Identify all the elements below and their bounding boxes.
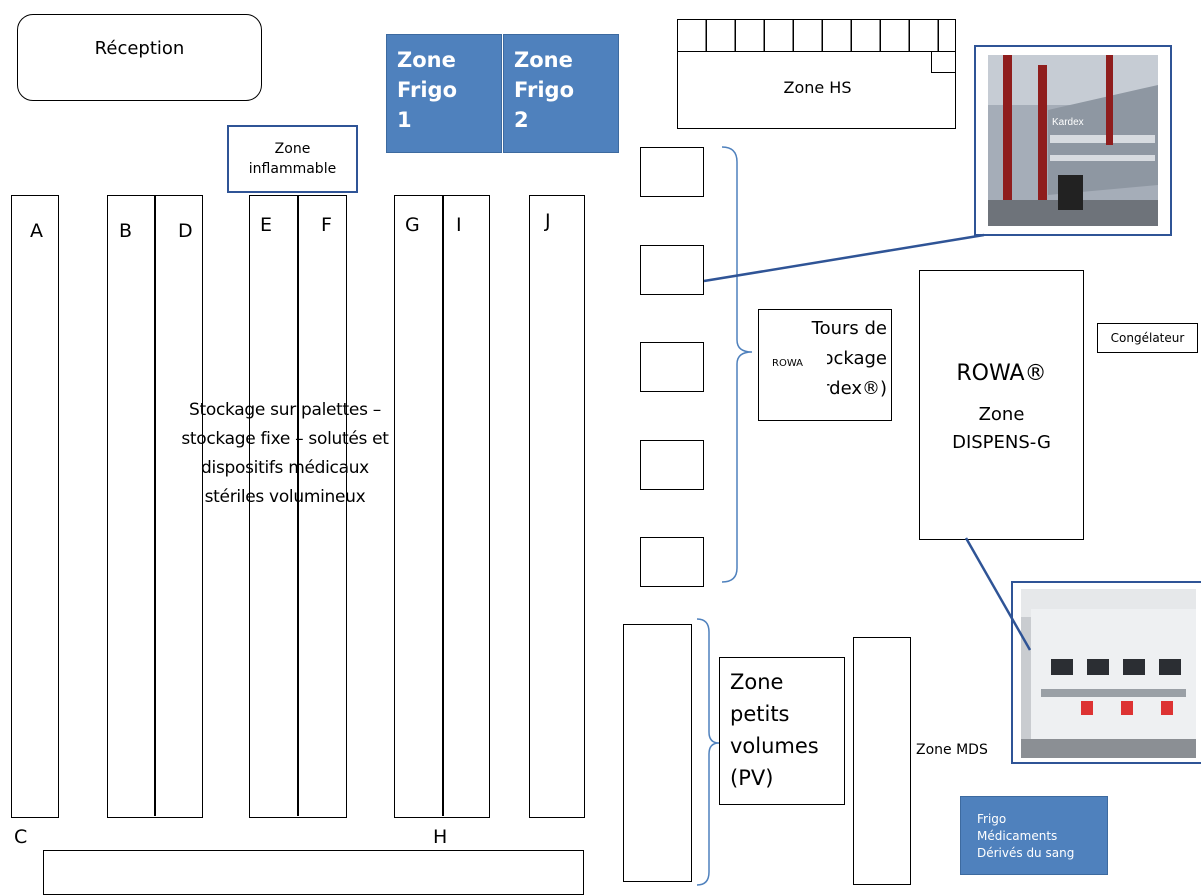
rack-bd-divider	[154, 196, 156, 816]
tower-slot-3	[640, 342, 704, 392]
zone-frigo-2: Zone Frigo 2	[503, 34, 619, 153]
tours-stockage-box: Tours de stockage (Kardex®) ROWA	[758, 309, 892, 421]
zone-frigo-1: Zone Frigo 1	[386, 34, 502, 153]
congelateur-box: Congélateur	[1097, 323, 1198, 353]
zone-mds-label: Zone MDS	[916, 742, 988, 758]
rack-e-letter: E	[260, 214, 273, 236]
rowa-dispens-box: ROWA® Zone DISPENS-G	[919, 270, 1084, 540]
rack-c-letter: C	[14, 826, 28, 848]
tower-slot-4	[640, 440, 704, 490]
rowa-connector	[964, 537, 1032, 651]
rowa-overlay	[759, 334, 827, 420]
kardex-bracket	[721, 146, 753, 583]
mds-shelf	[853, 637, 911, 885]
rowa-zone-label: Zone DISPENS-G	[952, 404, 1051, 453]
frigo-sang-label: Frigo Médicaments Dérivés du sang	[977, 812, 1075, 860]
zone-inflammable-label: Zone inflammable	[248, 141, 337, 177]
reception-box: Réception	[17, 14, 262, 101]
kardex-photo-brand: Kardex	[1052, 117, 1084, 128]
rack-j-letter: J	[545, 210, 551, 232]
palettes-zone-label: Stockage sur palettes – stockage fixe – …	[181, 400, 389, 507]
zone-hs-box: Zone HS	[677, 19, 956, 129]
rack-ef: E F	[249, 195, 347, 818]
rack-f-letter: F	[321, 214, 332, 236]
rack-h-letter: H	[433, 826, 448, 848]
zone-inflammable-box: Zone inflammable	[227, 125, 358, 193]
pv-zone-box: Zone petits volumes (PV)	[719, 657, 845, 805]
zone-hs-label: Zone HS	[783, 78, 852, 97]
zone-frigo-1-label: Zone Frigo 1	[397, 48, 458, 132]
zone-hs-grid	[678, 20, 955, 52]
tower-slot-2	[640, 245, 704, 295]
zone-hs-corner-cell	[931, 51, 955, 73]
tower-slot-5	[640, 537, 704, 587]
rowa-title: ROWA®	[956, 361, 1047, 386]
rack-bd: B D	[107, 195, 203, 818]
bottom-rack	[43, 850, 584, 895]
rack-g-letter: G	[405, 214, 420, 236]
pv-shelf-left	[623, 624, 692, 882]
rack-i-letter: I	[456, 214, 462, 236]
zone-frigo-2-label: Zone Frigo 2	[514, 48, 575, 132]
rack-b-letter: B	[119, 220, 133, 242]
rack-j: J	[529, 195, 585, 818]
frigo-sang-box: Frigo Médicaments Dérivés du sang	[960, 796, 1108, 875]
rowa-small-label: ROWA	[772, 358, 804, 369]
rack-a-letter: A	[30, 220, 43, 242]
rowa-photo-image	[1021, 589, 1196, 758]
rack-gi: G I	[394, 195, 490, 818]
rack-ef-divider	[297, 196, 299, 816]
rack-gi-divider	[442, 196, 444, 816]
pv-zone-label: Zone petits volumes (PV)	[730, 670, 819, 790]
pv-bracket	[696, 618, 720, 886]
rack-a: A	[11, 195, 59, 818]
rack-d-letter: D	[178, 220, 193, 242]
kardex-photo: Kardex	[974, 45, 1172, 236]
rowa-photo	[1011, 581, 1201, 764]
kardex-connector	[703, 233, 985, 283]
congelateur-label: Congélateur	[1110, 331, 1185, 345]
kardex-photo-image: Kardex	[988, 55, 1158, 226]
tower-slot-1	[640, 147, 704, 197]
reception-label: Réception	[94, 38, 185, 59]
